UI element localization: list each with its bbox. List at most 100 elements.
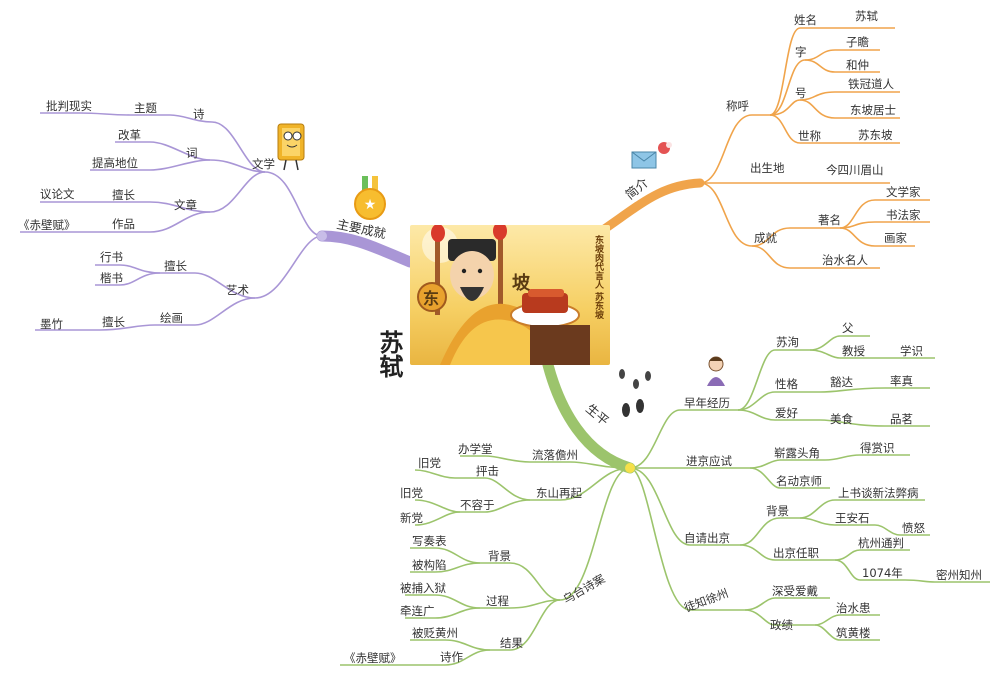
center-glyph-right: 坡 — [512, 273, 530, 294]
node-mizhou: 密州知州 — [936, 568, 982, 582]
node-xueshi: 学识 — [900, 344, 923, 358]
node-shicheng: 世称 — [798, 129, 821, 143]
envelope-icon — [631, 142, 672, 169]
node-aihao: 爱好 — [775, 406, 798, 420]
node-zaonian: 早年经历 — [684, 396, 730, 410]
node-wanganshi: 王安石 — [835, 511, 870, 525]
node-deshang: 得赏识 — [860, 441, 895, 455]
node-zhuming: 著名 — [818, 213, 841, 227]
node-chibifu1: 《赤壁赋》 — [18, 218, 76, 232]
node-ci: 词 — [186, 146, 198, 160]
life-branch-lines — [340, 335, 990, 666]
center-ribbon-line-2: 苏东坡 — [593, 292, 603, 320]
node-shi: 诗 — [193, 107, 205, 121]
node-pinming: 品茗 — [890, 412, 913, 426]
branch-intro-trunk — [595, 178, 705, 237]
node-pipan: 批判现实 — [46, 99, 92, 113]
branch-achievements-trunk — [316, 230, 416, 268]
node-beijing: 背景 — [766, 504, 789, 518]
node-wutai: 乌台诗案 — [561, 571, 608, 606]
node-zhengji: 政绩 — [770, 618, 793, 632]
node-zhanlu: 崭露头角 — [774, 446, 820, 460]
node-chujing-renzhi: 出京任职 — [773, 546, 819, 560]
node-dongpo-jushi: 东坡居士 — [850, 103, 896, 117]
node-tigao: 提高地位 — [92, 156, 138, 170]
svg-text:★: ★ — [364, 197, 377, 213]
branch-label-life: 生平 — [583, 401, 612, 429]
branch-life-trunk — [542, 359, 636, 474]
intro-branch-lines — [699, 27, 930, 269]
node-chibifu2: 《赤壁赋》 — [344, 651, 402, 665]
su-shi-portrait — [417, 225, 590, 365]
node-paiji: 抨击 — [476, 464, 499, 478]
node-danzhou: 流落儋州 — [532, 448, 578, 462]
book-character-icon — [277, 123, 305, 171]
node-shizuo: 诗作 — [440, 650, 463, 664]
center-glyph-left: 东 — [423, 289, 440, 308]
center-ribbon-line-1: 东坡肉代言人 — [593, 235, 603, 289]
node-shanchang1: 擅长 — [112, 188, 135, 202]
node-xindang: 新党 — [400, 511, 423, 525]
node-xingshu: 行书 — [100, 250, 123, 264]
node-shenshou: 深受爱戴 — [772, 584, 818, 598]
node-hangzhou: 杭州通判 — [858, 536, 904, 550]
node-burongyu: 不容于 — [460, 498, 495, 512]
node-beijing2: 背景 — [488, 549, 511, 563]
node-hezhong: 和仲 — [846, 58, 869, 72]
node-mozhu: 墨竹 — [40, 317, 63, 331]
node-meishan: 今四川眉山 — [826, 163, 884, 177]
footprints-icon — [619, 369, 651, 417]
node-jinjing: 进京应试 — [686, 454, 732, 468]
node-ziqing: 自请出京 — [684, 531, 730, 545]
node-yishu: 艺术 — [226, 283, 249, 297]
node-jiaoshou: 教授 — [842, 344, 865, 358]
achievements-hub-dot — [317, 231, 327, 241]
node-dongshan: 东山再起 — [536, 486, 582, 500]
node-shangshu: 上书谈新法弊病 — [838, 486, 919, 500]
node-chenghu: 称呼 — [726, 99, 749, 113]
node-yilunwen: 议论文 — [40, 187, 75, 201]
node-jiudang2: 旧党 — [400, 486, 423, 500]
node-wenzhang: 文章 — [174, 198, 197, 212]
achievements-branch-lines — [20, 112, 323, 331]
node-wenxuejia: 文学家 — [886, 185, 921, 199]
node-wenxue: 文学 — [252, 157, 275, 171]
node-zuopin1: 作品 — [112, 217, 135, 231]
node-zhuhuanglou: 筑黄楼 — [836, 626, 871, 640]
node-zhuti: 主题 — [134, 101, 157, 115]
node-gaige: 改革 — [118, 128, 141, 142]
node-year1074: 1074年 — [862, 566, 903, 580]
node-jieguo: 结果 — [500, 636, 523, 650]
medal-icon: ★ — [354, 176, 386, 220]
center-ribbon: 东坡肉代言人 苏东坡 — [572, 235, 604, 335]
node-beibu: 被捕入狱 — [400, 581, 446, 595]
node-shufajia: 书法家 — [886, 208, 921, 222]
node-fu: 父 — [842, 321, 854, 335]
node-shanchang2: 擅长 — [164, 259, 187, 273]
node-beigouxian: 被构陷 — [412, 558, 447, 572]
node-xingming: 姓名 — [794, 13, 817, 27]
node-hedong: 名动京师 — [776, 474, 822, 488]
node-suxun: 苏洵 — [776, 335, 799, 349]
center-title: 苏轼 — [370, 330, 404, 389]
node-xingge: 性格 — [775, 377, 798, 391]
node-zizhan: 子瞻 — [846, 35, 869, 49]
node-birthplace: 出生地 — [750, 161, 785, 175]
node-banxuetang: 办学堂 — [458, 442, 493, 456]
node-shanchang3: 擅长 — [102, 315, 125, 329]
node-fennu: 愤怒 — [902, 521, 925, 535]
node-sudongpo: 苏东坡 — [858, 128, 893, 142]
center-illustration: 东 坡 东坡肉代言人 苏东坡 — [410, 225, 610, 365]
node-huihua: 绘画 — [160, 311, 183, 325]
node-tieguan: 铁冠道人 — [848, 77, 894, 91]
node-kaishu: 楷书 — [100, 271, 123, 285]
person-icon — [707, 356, 725, 386]
node-zi: 字 — [795, 45, 807, 59]
node-hao: 号 — [795, 86, 807, 100]
node-meishi: 美食 — [830, 412, 853, 426]
node-huajia: 画家 — [884, 231, 907, 245]
node-jiudang1: 旧党 — [418, 456, 441, 470]
node-shuaizhen: 率真 — [890, 374, 913, 388]
